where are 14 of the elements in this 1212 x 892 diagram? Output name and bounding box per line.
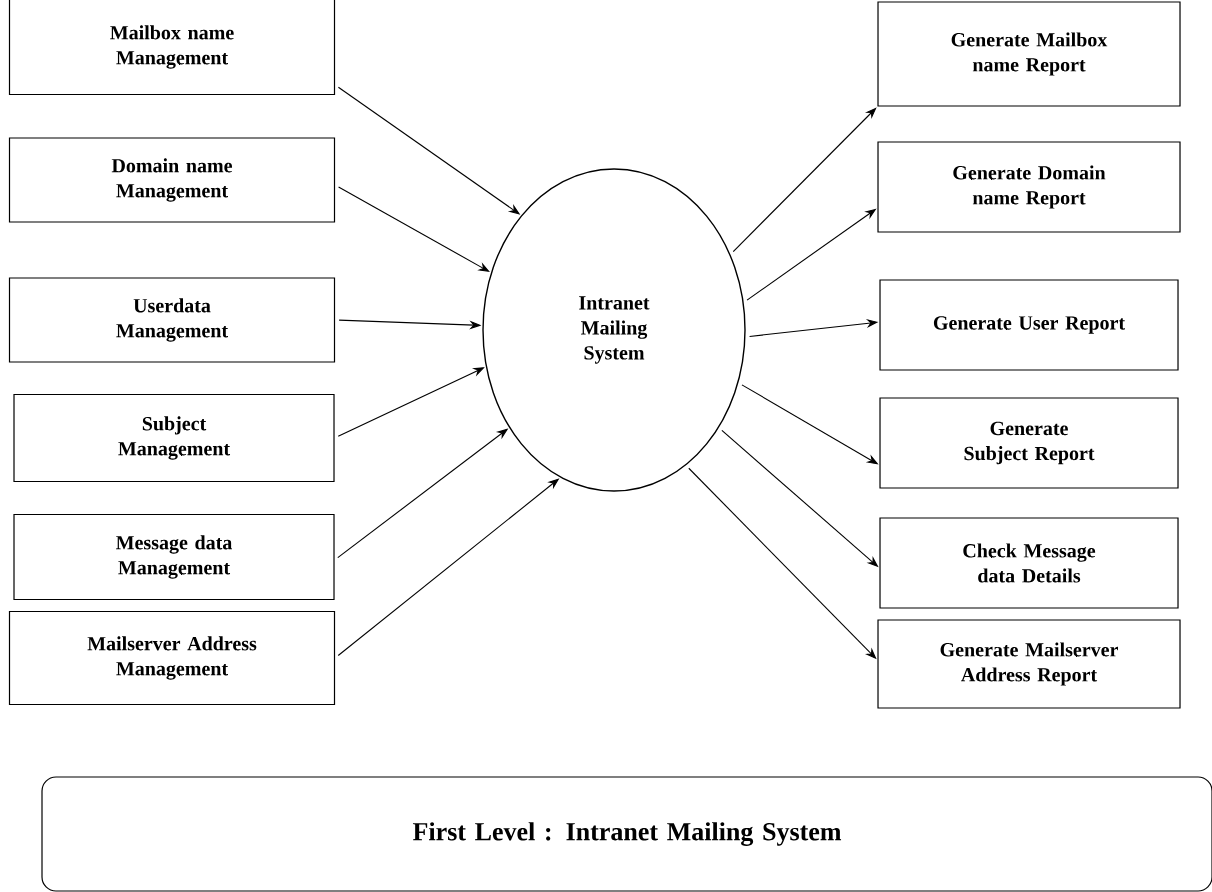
process-box: Generate Mailbox name Report	[877, 1, 1181, 107]
process-box: Subject Management	[13, 393, 335, 483]
process-box: Domain name Management	[8, 137, 336, 223]
process-box: Mailserver Address Management	[8, 610, 336, 706]
arrow	[732, 107, 877, 253]
process-box: Mailbox name Management	[8, 0, 336, 96]
process-box: Check Message data Details	[879, 517, 1179, 609]
process-box: Message data Management	[13, 513, 335, 601]
process-box: Userdata Management	[8, 277, 336, 363]
process-box: Generate Mailserver Address Report	[877, 619, 1181, 709]
process-box: Generate Domain name Report	[877, 141, 1181, 233]
title-box: First Level : Intranet Mailing System	[41, 776, 1212, 892]
process-box: Generate Subject Report	[879, 397, 1179, 489]
process-box: Generate User Report	[879, 279, 1179, 371]
